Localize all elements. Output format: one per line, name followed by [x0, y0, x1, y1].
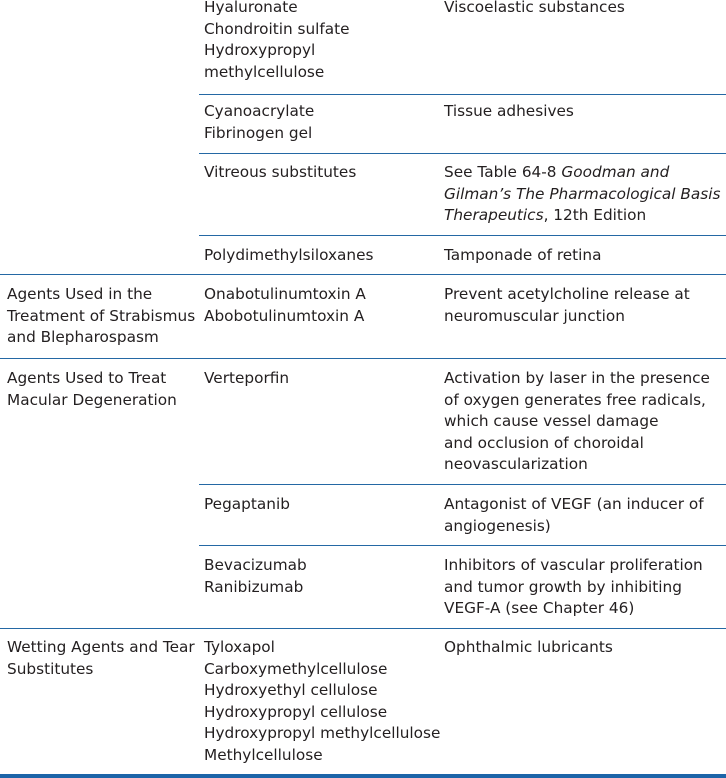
agent-name: Tyloxapol [204, 638, 275, 656]
agent-name: Ranibizumab [204, 577, 304, 596]
row-divider [199, 545, 726, 546]
use-cell: Inhibitors of vascular proliferation and… [444, 555, 703, 620]
use-cell: Tamponade of retina [444, 245, 602, 267]
agent-name: methylcellulose [204, 62, 325, 81]
category-cell: Agents Used in the Treatment of Strabism… [7, 284, 195, 349]
use-text: Therapeutics, 12th Edition [444, 205, 726, 227]
category-label: Substitutes [7, 659, 94, 678]
agent-name: Abobotulinumtoxin A [204, 306, 365, 325]
use-text: neovascularization [444, 455, 588, 473]
use-text: Inhibitors of vascular proliferation [444, 556, 703, 574]
use-text: and occlusion of choroidal [444, 433, 644, 452]
use-text: and tumor growth by inhibiting [444, 577, 682, 596]
use-cell: Viscoelastic substances [444, 0, 625, 19]
agent-name: Hydroxypropyl [204, 41, 316, 59]
agent-name: Fibrinogen gel [204, 123, 313, 142]
agent-name: Carboxymethylcellulose [204, 659, 388, 678]
use-cell: Activation by laser in the presence of o… [444, 368, 710, 476]
category-label: Macular Degeneration [7, 390, 177, 409]
agent-name: Vitreous substitutes [204, 163, 357, 181]
section-divider [0, 274, 726, 275]
agent-name: Pegaptanib [204, 495, 290, 513]
agent-name: Bevacizumab [204, 556, 307, 574]
agents-cell: Vitreous substitutes [204, 162, 356, 184]
use-text: Viscoelastic substances [444, 0, 625, 16]
use-text: Tamponade of retina [444, 246, 602, 264]
category-label: Wetting Agents and Tear [7, 638, 195, 656]
agent-name: Hyaluronate [204, 0, 298, 16]
agent-name: Hydroxypropyl methylcellulose [204, 724, 441, 742]
agent-name: Hydroxyethyl cellulose [204, 681, 378, 699]
book-title-part: Goodman and [561, 163, 670, 181]
agent-name: Cyanoacrylate [204, 102, 315, 120]
use-cell: See Table 64-8 Goodman and Gilman’s The … [444, 162, 726, 227]
reference-prefix: See Table 64-8 [444, 163, 562, 181]
agent-name: Hydroxypropyl cellulose [204, 702, 388, 721]
category-label: Treatment of Strabismus [7, 306, 196, 325]
section-divider [0, 358, 726, 359]
use-text: Antagonist of VEGF (an inducer of [444, 495, 704, 513]
use-text: which cause vessel damage [444, 412, 659, 430]
use-text: Tissue adhesives [444, 102, 574, 120]
category-cell: Wetting Agents and Tear Substitutes [7, 637, 195, 680]
use-text: angiogenesis) [444, 516, 551, 535]
agents-cell: Pegaptanib [204, 494, 290, 516]
row-divider [199, 94, 726, 95]
use-text: neuromuscular junction [444, 306, 625, 325]
agents-cell: Bevacizumab Ranibizumab [204, 555, 307, 598]
agents-cell: Tyloxapol Carboxymethylcellulose Hydroxy… [204, 637, 440, 766]
category-label: Agents Used to Treat [7, 369, 167, 387]
use-text: Ophthalmic lubricants [444, 638, 613, 656]
use-cell: Antagonist of VEGF (an inducer of angiog… [444, 494, 704, 537]
category-label: and Blepharospasm [7, 328, 159, 346]
book-title-part: Gilman’s The Pharmacological Basis of [444, 184, 726, 203]
agents-cell: Hyaluronate Chondroitin sulfate Hydroxyp… [204, 0, 350, 83]
row-divider [199, 235, 726, 236]
row-divider [199, 153, 726, 154]
agent-name: Methylcellulose [204, 745, 323, 764]
agent-name: Chondroitin sulfate [204, 19, 350, 38]
use-cell: Ophthalmic lubricants [444, 637, 613, 659]
agents-cell: Polydimethylsiloxanes [204, 245, 373, 267]
use-text: Prevent acetylcholine release at [444, 285, 690, 303]
use-text: See Table 64-8 Goodman and [444, 162, 726, 184]
category-cell: Agents Used to Treat Macular Degeneratio… [7, 368, 177, 411]
use-cell: Tissue adhesives [444, 101, 574, 123]
agents-cell: Onabotulinumtoxin A Abobotulinumtoxin A [204, 284, 366, 327]
agent-name: Polydimethylsiloxanes [204, 246, 374, 264]
use-text: of oxygen generates free radicals, [444, 390, 706, 409]
agents-cell: Cyanoacrylate Fibrinogen gel [204, 101, 314, 144]
edition-text: , 12th Edition [543, 206, 647, 224]
agent-name: Onabotulinumtoxin A [204, 285, 366, 303]
use-text: VEGF-A (see Chapter 46) [444, 599, 635, 617]
book-title-part: Therapeutics [444, 206, 544, 224]
table-bottom-rule [0, 774, 726, 778]
category-label: Agents Used in the [7, 285, 153, 303]
agent-name: Verteporfin [204, 369, 290, 387]
use-cell: Prevent acetylcholine release at neuromu… [444, 284, 690, 327]
section-divider [0, 628, 726, 629]
row-divider [199, 484, 726, 485]
agents-cell: Verteporfin [204, 368, 289, 390]
use-text: Activation by laser in the presence [444, 369, 710, 387]
